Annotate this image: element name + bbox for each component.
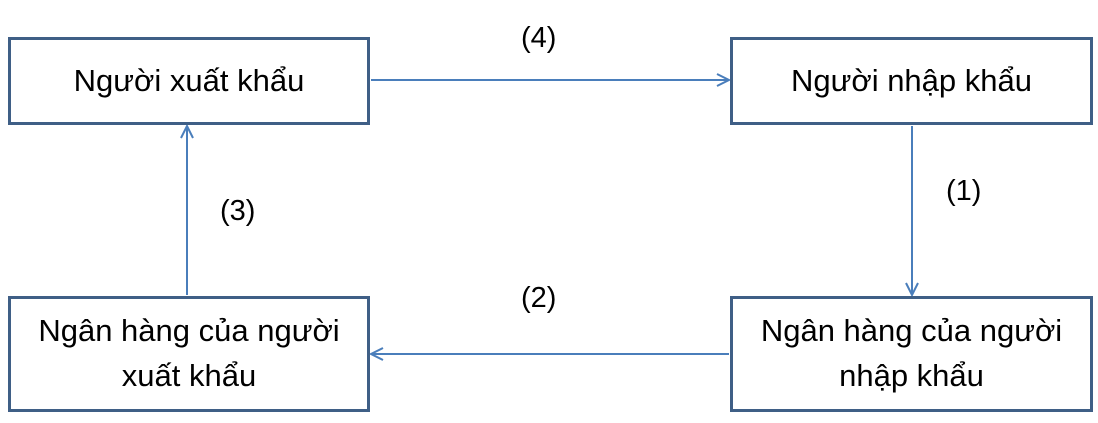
step-2-label: (2) <box>521 282 557 314</box>
step-1-label: (1) <box>946 175 982 207</box>
step-4-label: (4) <box>521 22 557 54</box>
importer-bank-label-line2: nhập khẩu <box>839 358 984 393</box>
exporter-box: Người xuất khẩu <box>8 37 370 125</box>
exporter-label: Người xuất khẩu <box>73 62 305 98</box>
importer-box: Người nhập khẩu <box>730 37 1093 125</box>
step-3-label: (3) <box>220 195 256 227</box>
importer-label: Người nhập khẩu <box>790 62 1032 98</box>
exporter-bank-box: Ngân hàng của người xuất khẩu <box>8 296 370 412</box>
importer-bank-label-line1: Ngân hàng của người <box>760 313 1063 349</box>
exporter-bank-label-line1: Ngân hàng của người <box>38 313 340 349</box>
exporter-bank-label-line2: xuất khẩu <box>121 358 257 393</box>
importer-bank-box: Ngân hàng của người nhập khẩu <box>730 296 1093 412</box>
